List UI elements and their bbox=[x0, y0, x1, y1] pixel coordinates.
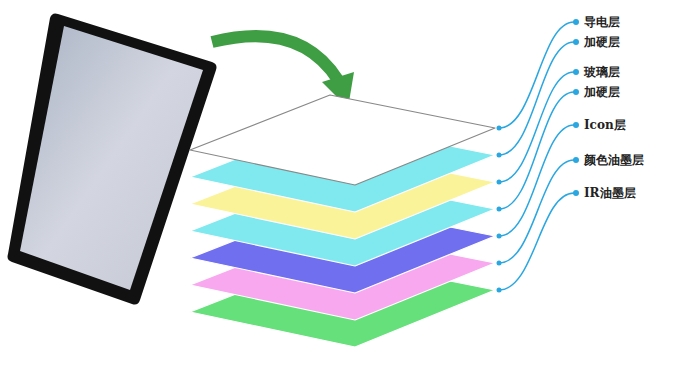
layer-label: 加硬层 bbox=[584, 85, 620, 99]
layer-label: 颜色油墨层 bbox=[584, 153, 644, 167]
layer-label: Icon层 bbox=[584, 118, 626, 132]
layer-label: 加硬层 bbox=[584, 35, 620, 49]
layer-label: 玻璃层 bbox=[584, 65, 620, 79]
layer-label: IR油墨层 bbox=[584, 186, 636, 200]
leader-lines bbox=[499, 22, 574, 290]
phone bbox=[8, 14, 217, 305]
layer-stack bbox=[190, 95, 495, 347]
leader-dots bbox=[497, 19, 580, 293]
layer bbox=[190, 95, 495, 185]
layer-label: 导电层 bbox=[584, 15, 620, 29]
